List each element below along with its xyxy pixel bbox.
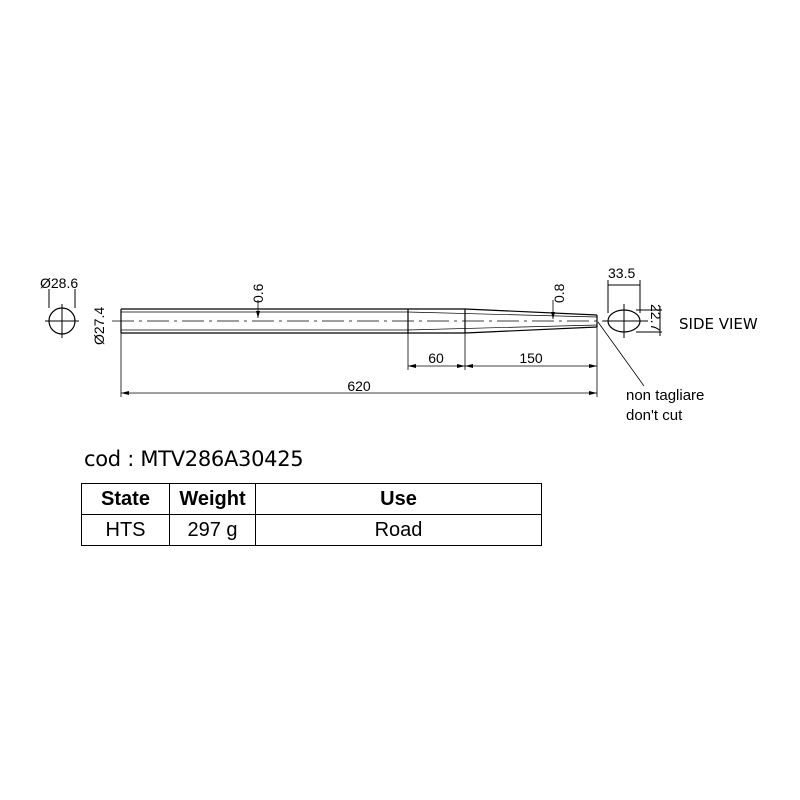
dim-height-right: 22.7 — [648, 304, 664, 331]
left-section-view — [45, 289, 79, 338]
header-state: State — [81, 483, 170, 515]
cell-weight: 297 g — [169, 514, 256, 546]
tube-body — [120, 308, 598, 334]
dim-diameter-inner: Ø27.4 — [91, 307, 107, 345]
product-code: cod : MTV286A30425 — [84, 447, 304, 471]
side-view-label: SIDE VIEW — [679, 315, 758, 333]
header-weight: Weight — [169, 483, 256, 515]
dim-length-60: 60 — [428, 350, 444, 366]
note-italian: non tagliare — [626, 387, 704, 404]
dim-width-right: 33.5 — [608, 265, 635, 281]
tube-inner-wall — [121, 311, 598, 331]
dim-length-150: 150 — [519, 350, 543, 366]
header-use: Use — [255, 483, 542, 515]
dim-wall-right: 0.8 — [551, 283, 567, 303]
side-view-section — [603, 280, 662, 338]
note-english: don't cut — [626, 407, 683, 424]
arrowheads — [121, 311, 597, 395]
dim-length-total: 620 — [347, 378, 371, 394]
spec-table: State Weight Use HTS 297 g Road — [81, 483, 542, 546]
spec-table-header-row: State Weight Use — [81, 483, 542, 515]
cell-use: Road — [255, 514, 542, 546]
dim-wall-left: 0.6 — [250, 283, 266, 303]
dimension-lines — [120, 327, 598, 397]
note-leader — [597, 321, 645, 387]
cell-state: HTS — [81, 514, 170, 546]
table-row: HTS 297 g Road — [81, 514, 542, 546]
dim-diameter-left: Ø28.6 — [40, 275, 78, 291]
